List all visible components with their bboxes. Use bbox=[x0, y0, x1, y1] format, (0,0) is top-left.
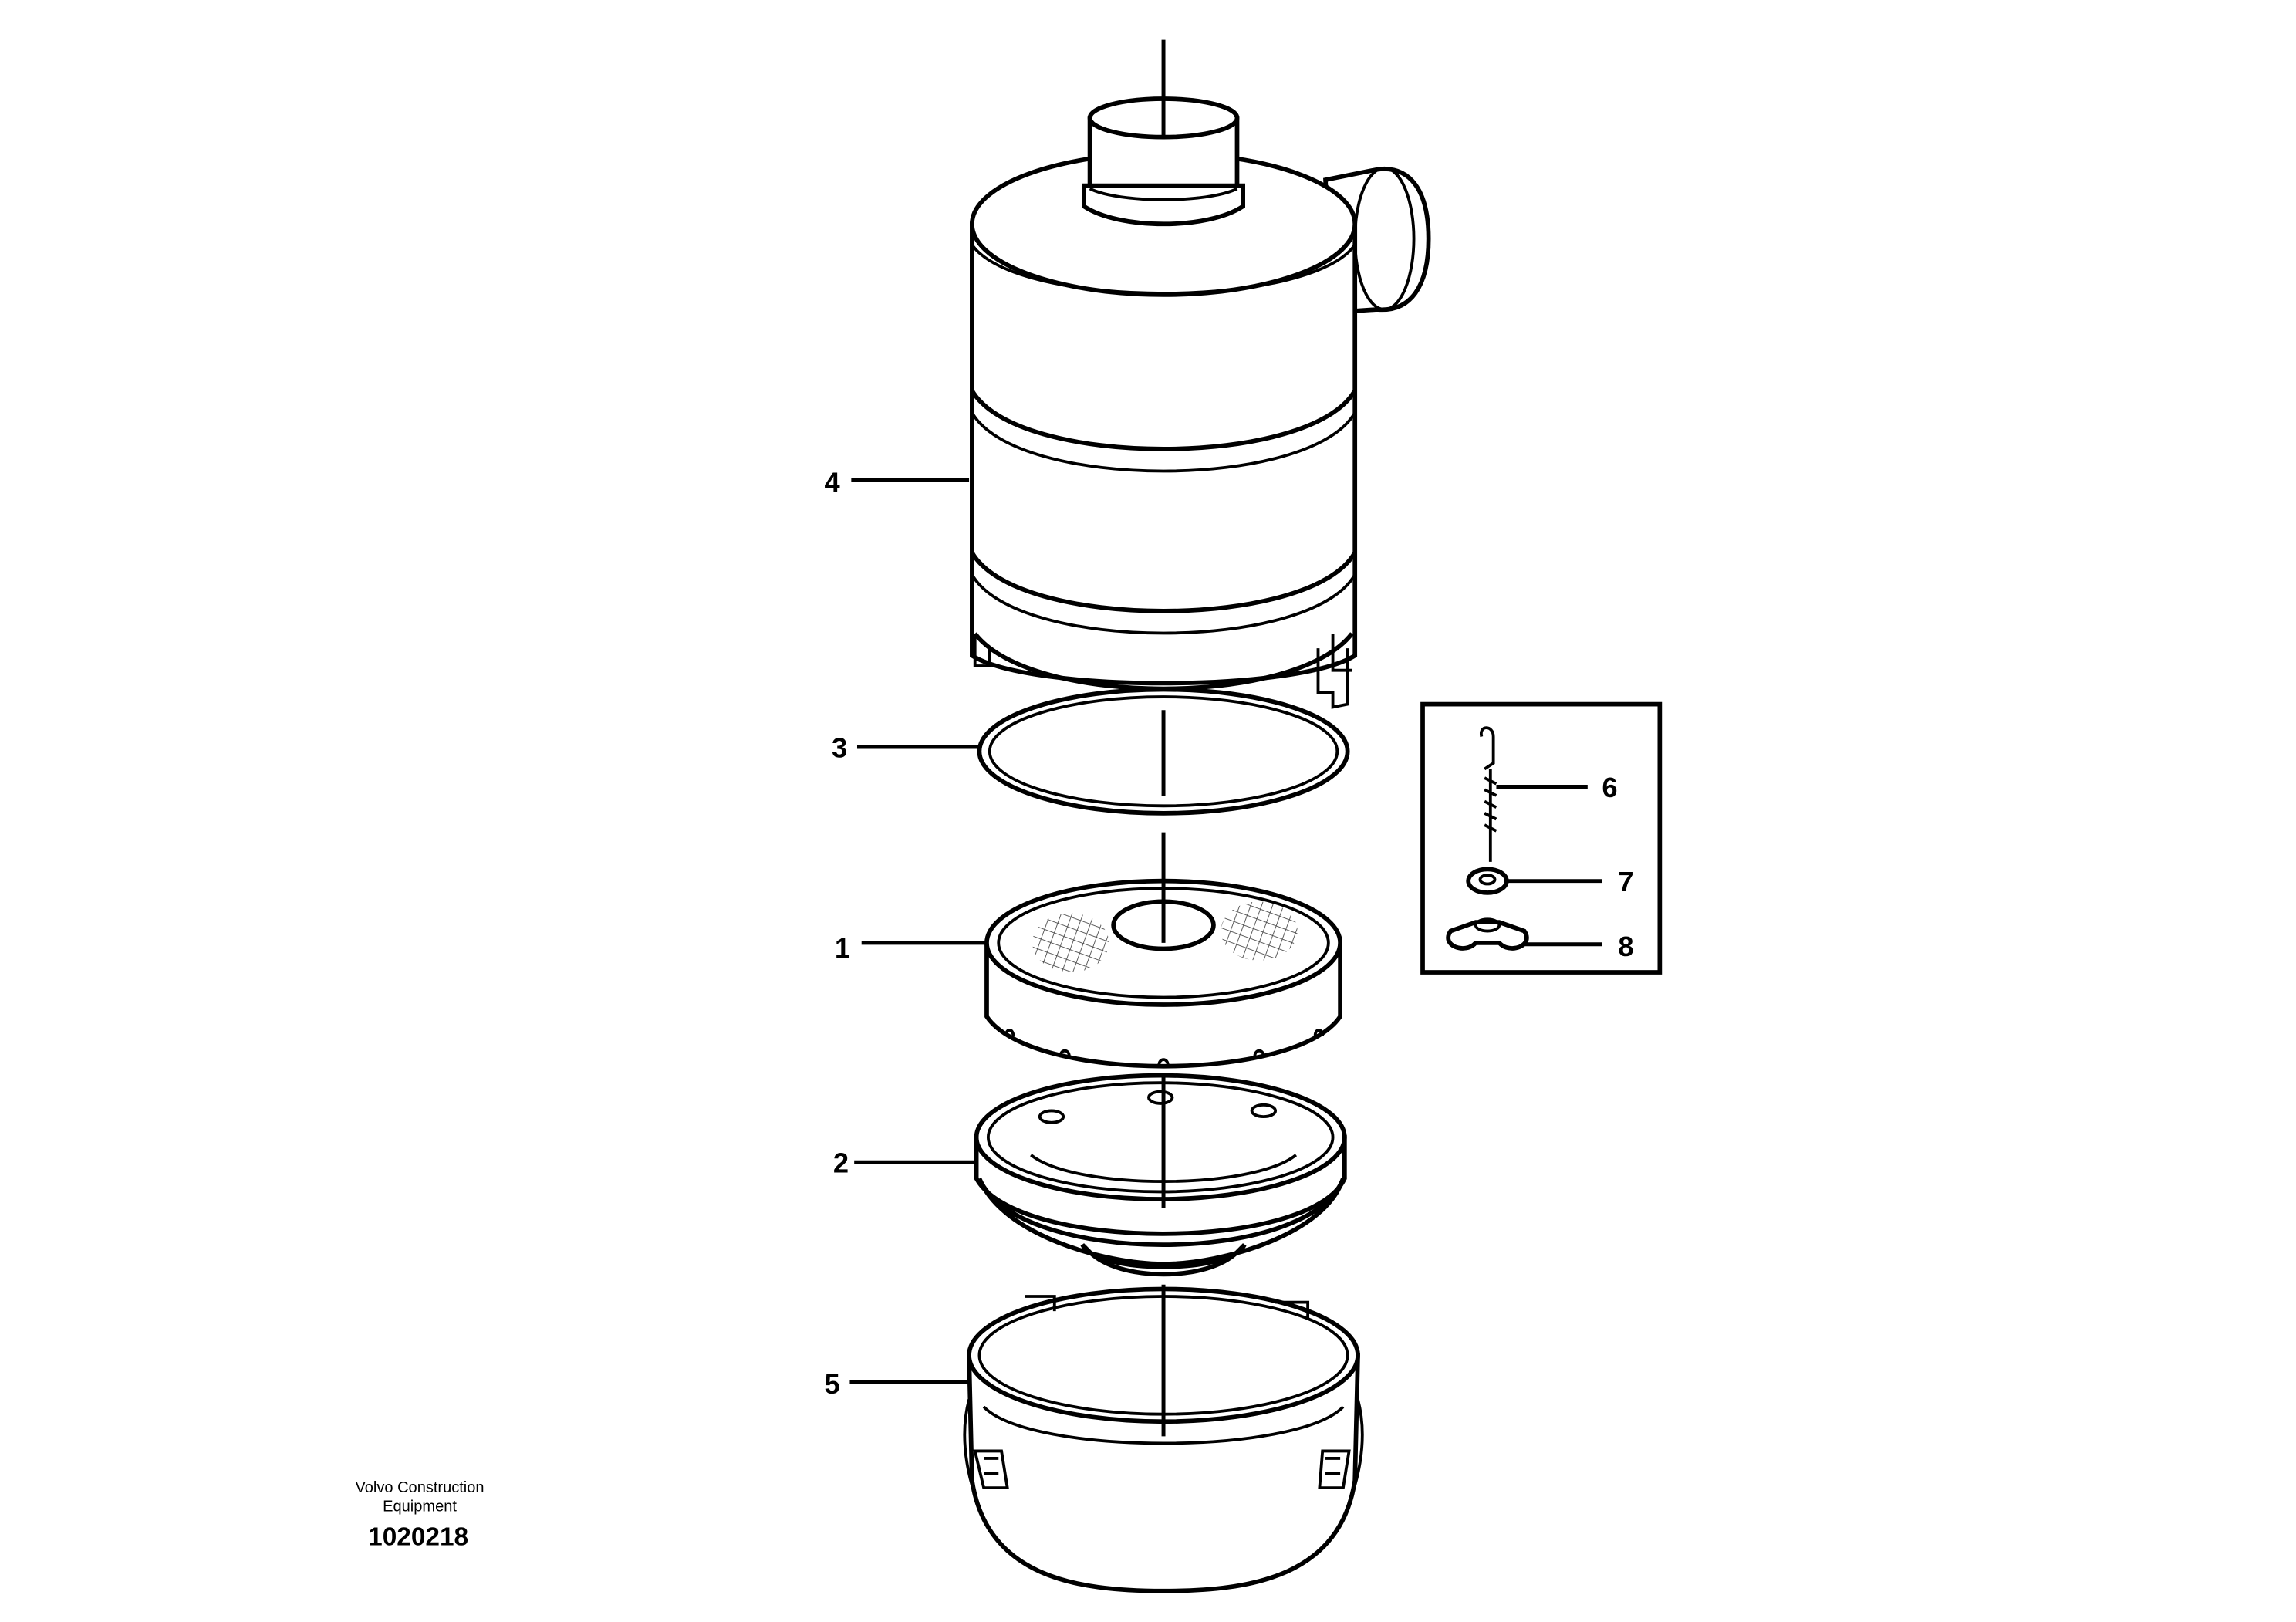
brand-line-2: Equipment bbox=[383, 1499, 457, 1516]
callout-5: 5 bbox=[824, 1368, 839, 1400]
air-cleaner-housing bbox=[970, 96, 1431, 709]
hook-bolt bbox=[1480, 726, 1497, 862]
wing-nut bbox=[1446, 917, 1529, 951]
callout-6: 6 bbox=[1602, 772, 1617, 803]
washer bbox=[1466, 867, 1509, 895]
callout-1: 1 bbox=[835, 932, 850, 964]
callout-2: 2 bbox=[833, 1147, 849, 1179]
brand-line-1: Volvo Construction bbox=[356, 1479, 485, 1496]
drawing-number: 1020218 bbox=[368, 1523, 468, 1552]
hardware-inset-box bbox=[1420, 701, 1663, 975]
callout-4: 4 bbox=[824, 467, 839, 498]
dust-bowl bbox=[974, 1073, 1347, 1277]
callout-7: 7 bbox=[1618, 866, 1633, 897]
sealing-ring bbox=[977, 687, 1350, 816]
callout-8: 8 bbox=[1618, 931, 1633, 962]
callout-3: 3 bbox=[832, 732, 847, 763]
